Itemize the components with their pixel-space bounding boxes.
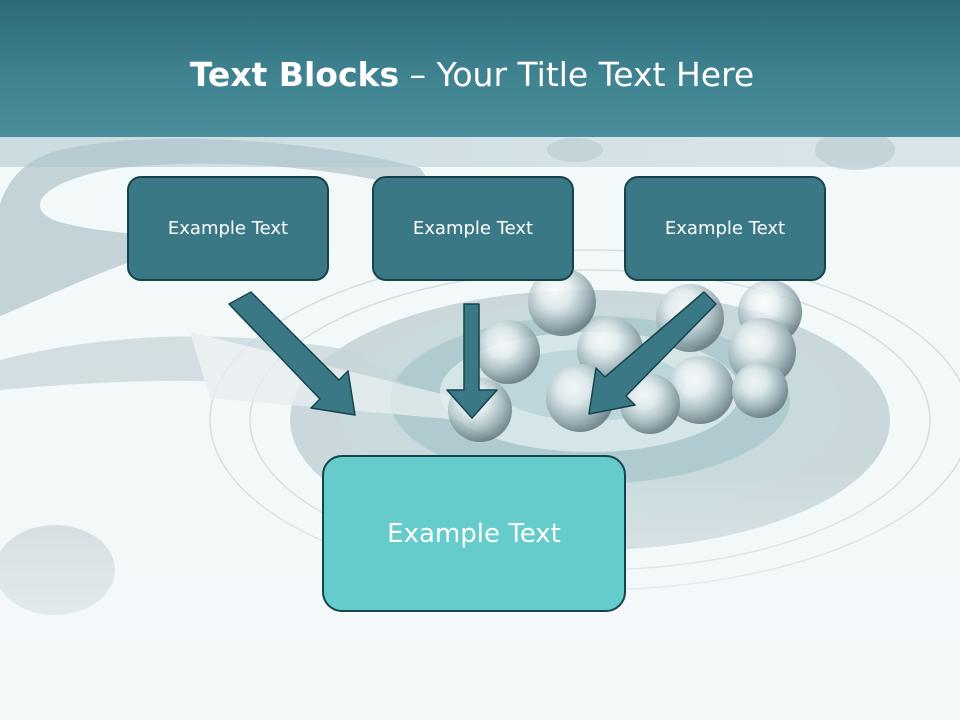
header-shadow-band: [0, 137, 960, 167]
text-block-3-label: Example Text: [664, 218, 786, 239]
text-block-1-label: Example Text: [167, 218, 289, 239]
slide-title: Text Blocks – Your Title Text Here: [0, 54, 944, 96]
slide-title-separator: –: [399, 55, 437, 94]
arrow-left: [228, 291, 356, 416]
text-block-1: Example Text: [127, 176, 329, 281]
title-bar: Text Blocks – Your Title Text Here: [0, 0, 960, 137]
slide-title-bold: Text Blocks: [189, 55, 400, 94]
slide-title-rest: Your Title Text Here: [436, 55, 755, 94]
text-block-2-label: Example Text: [412, 218, 534, 239]
text-block-3: Example Text: [624, 176, 826, 281]
result-text-block-label: Example Text: [387, 518, 561, 549]
result-text-block: Example Text: [322, 455, 626, 612]
arrow-right: [588, 291, 717, 415]
arrow-middle: [446, 303, 498, 419]
text-block-2: Example Text: [372, 176, 574, 281]
